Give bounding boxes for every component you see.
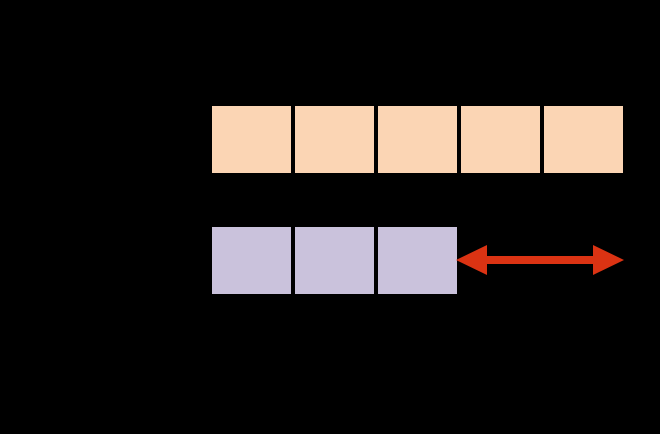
strip-bottom-cell [295, 227, 374, 294]
arrow-left-head [456, 245, 487, 275]
strip-top-cell [212, 106, 291, 173]
strip-top-cell [378, 106, 457, 173]
strip-top [212, 106, 623, 173]
double-headed-arrow-icon [456, 245, 624, 275]
arrow-right-head [593, 245, 624, 275]
arrow-shaft [482, 256, 598, 264]
strip-top-cell [295, 106, 374, 173]
strip-bottom [212, 227, 457, 294]
strip-bottom-cell [378, 227, 457, 294]
strip-bottom-cell [212, 227, 291, 294]
strip-top-cell [461, 106, 540, 173]
strip-top-cell [544, 106, 623, 173]
